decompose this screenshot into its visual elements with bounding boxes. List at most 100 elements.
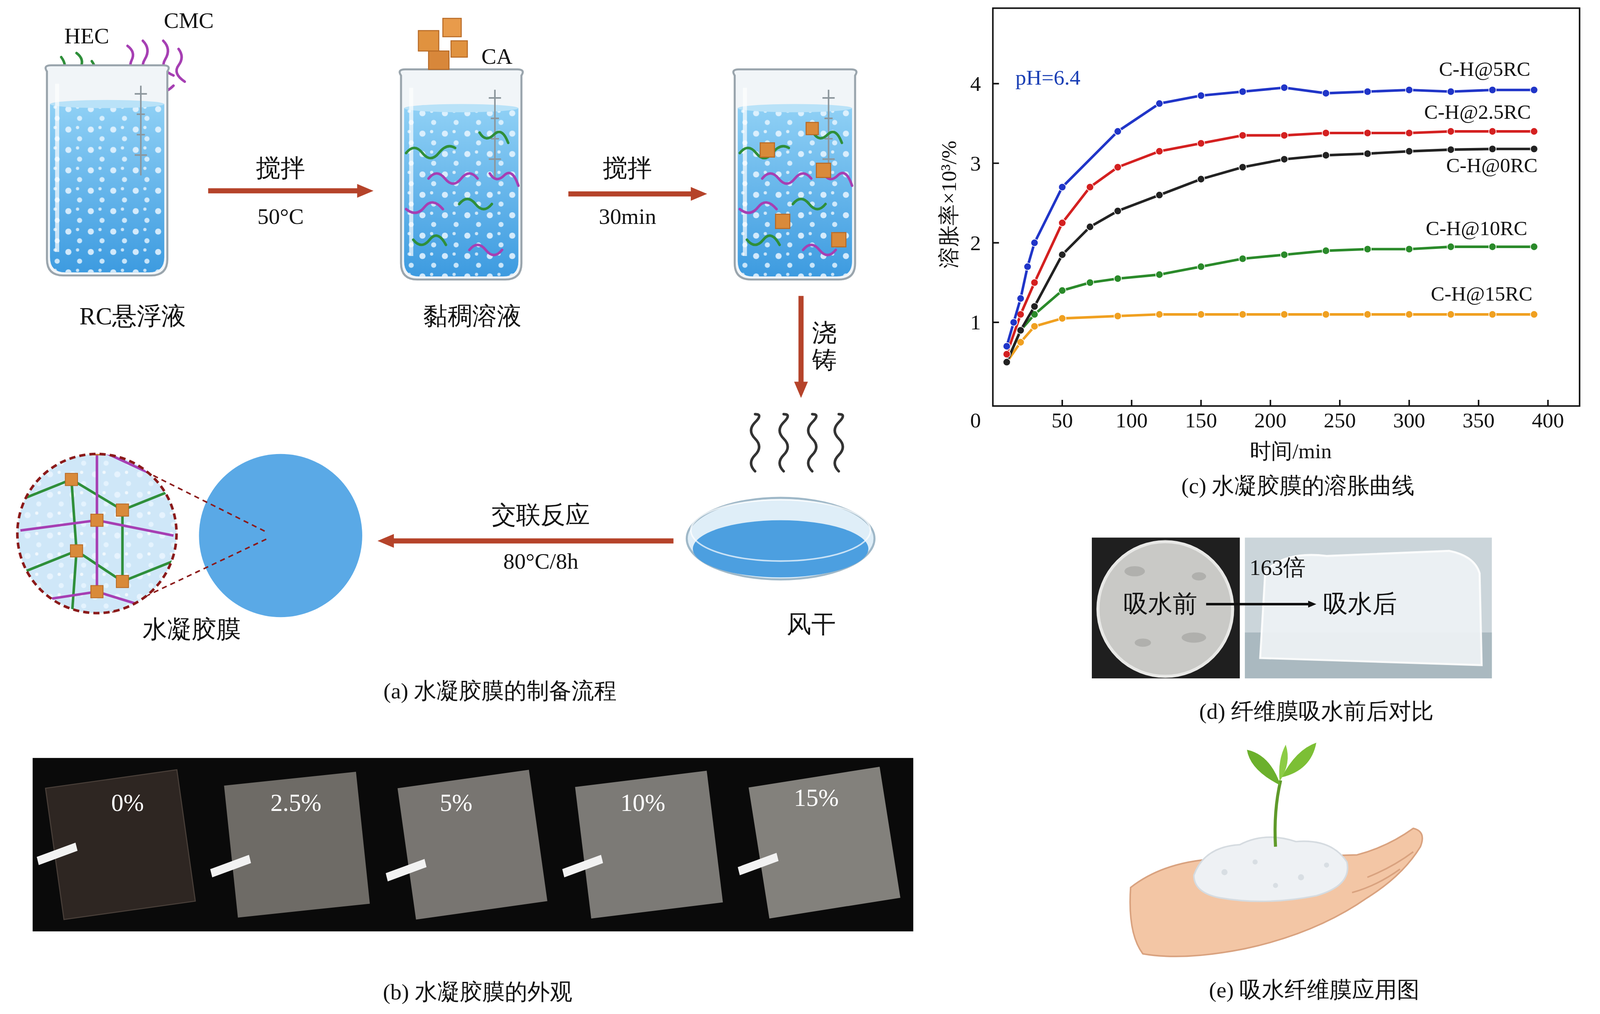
film-photos	[385, 858, 427, 882]
film-photos	[562, 854, 604, 878]
drying-dish	[686, 413, 875, 580]
hydrogel-film	[116, 504, 129, 517]
film-photos	[748, 766, 901, 919]
hydrogel-film	[17, 453, 177, 614]
hand-application	[1221, 869, 1228, 876]
flow-arrow	[208, 183, 374, 198]
hand-application	[1273, 882, 1279, 888]
swelling-chart	[1006, 314, 1535, 363]
node-label: 黏稠溶液	[423, 301, 522, 332]
flow-arrow	[568, 187, 708, 201]
absorption-photos	[1181, 632, 1207, 643]
arrow-line	[392, 538, 674, 544]
hydrogel-film	[90, 514, 103, 527]
crosslinker-ca	[816, 163, 831, 178]
crosslinker-ca	[418, 30, 439, 51]
node-label: 0%	[111, 788, 144, 818]
tick-label: 200	[1254, 407, 1287, 434]
absorption-photos	[1191, 572, 1207, 581]
node-label: 风干	[786, 609, 836, 640]
absorption-photos	[1098, 541, 1233, 677]
film-photos	[32, 757, 913, 932]
film-photos	[397, 769, 548, 920]
panel-caption: (c) 水凝胶膜的溶胀曲线	[1181, 472, 1415, 500]
film-photo: 15%	[737, 758, 913, 932]
arrow-head	[357, 183, 374, 198]
node-label: 15%	[793, 783, 839, 813]
hand-application	[1275, 780, 1281, 847]
condition-label: 50°C	[257, 203, 304, 231]
state-label: 吸水后	[1320, 585, 1402, 623]
beakers	[45, 65, 857, 280]
arrow-head	[690, 187, 708, 201]
drying-dish	[808, 413, 817, 472]
film-photo: 0%	[32, 758, 209, 932]
arrow-head	[794, 381, 808, 398]
state-label: 吸水前	[1120, 585, 1203, 623]
absorption-photos	[1091, 537, 1240, 679]
hand-application	[1278, 744, 1288, 782]
tick-label: 400	[1532, 407, 1565, 434]
tick-label: 300	[1393, 407, 1426, 434]
hand-application	[1130, 828, 1423, 957]
absorption-photos	[1091, 537, 1493, 679]
tick-label: 350	[1462, 407, 1495, 434]
reagent-name: CA	[481, 42, 513, 70]
swelling-chart	[1006, 87, 1535, 362]
arrow-head	[377, 534, 394, 548]
drying-dish	[692, 520, 869, 578]
axis-title: 溶胀率×10³/%	[936, 140, 963, 269]
swelling-chart	[1006, 87, 1535, 347]
absorption-photos	[1244, 537, 1492, 679]
flow-arrow	[1206, 600, 1317, 608]
film-photos	[574, 770, 723, 919]
hydrogel-film	[116, 575, 129, 588]
panel-caption: (a) 水凝胶膜的制备流程	[383, 677, 617, 705]
hand-application	[1324, 862, 1330, 868]
hand-application	[1351, 851, 1414, 893]
series-label: C-H@15RC	[1429, 281, 1535, 307]
crosslinker-ca	[442, 18, 462, 37]
node-label: 吸水后	[1323, 589, 1397, 620]
reagent-name: HEC	[64, 22, 110, 50]
arrow-line	[568, 191, 693, 197]
hand-application	[1246, 749, 1281, 786]
crosslinker-ca	[831, 232, 846, 247]
hydrogel-film	[15, 442, 363, 623]
tick-label: 150	[1184, 407, 1217, 434]
swelling-chart	[1006, 148, 1535, 362]
node-label: 2.5%	[270, 788, 322, 818]
film-photos	[45, 769, 196, 920]
series-label: C-H@10RC	[1424, 216, 1530, 241]
hand-application	[1297, 874, 1305, 881]
film-photos	[32, 757, 913, 932]
beakers	[406, 131, 519, 255]
film-photos	[223, 771, 370, 918]
beakers	[733, 69, 857, 280]
edge-label: 交联反应	[491, 500, 590, 531]
crosslinker-ca	[428, 50, 449, 70]
absorption-photos	[1124, 566, 1145, 577]
drying-dish	[690, 499, 871, 562]
condition-label: 30min	[599, 203, 657, 231]
flow-arrow	[794, 295, 808, 399]
crosslinker-ca	[806, 122, 819, 135]
edge-label: 搅拌	[255, 153, 306, 184]
node-label: 10%	[620, 788, 666, 818]
crosslinker-ca	[760, 142, 775, 158]
drying-dish	[779, 413, 788, 472]
drying-dish	[751, 413, 760, 472]
arrow-head	[1308, 600, 1317, 608]
tick-label: 3	[970, 150, 981, 177]
film-photos	[737, 852, 779, 876]
reagent-name: CMC	[163, 7, 214, 35]
film-photos	[36, 842, 78, 866]
tick-label: 4	[970, 70, 981, 97]
series-label: C-H@5RC	[1437, 57, 1533, 82]
swelling-chart	[1006, 246, 1535, 363]
hydrogel-film	[198, 453, 363, 617]
tick-label: 100	[1115, 407, 1148, 434]
hand-application	[1252, 859, 1258, 865]
series-label: C-H@0RC	[1444, 152, 1540, 178]
